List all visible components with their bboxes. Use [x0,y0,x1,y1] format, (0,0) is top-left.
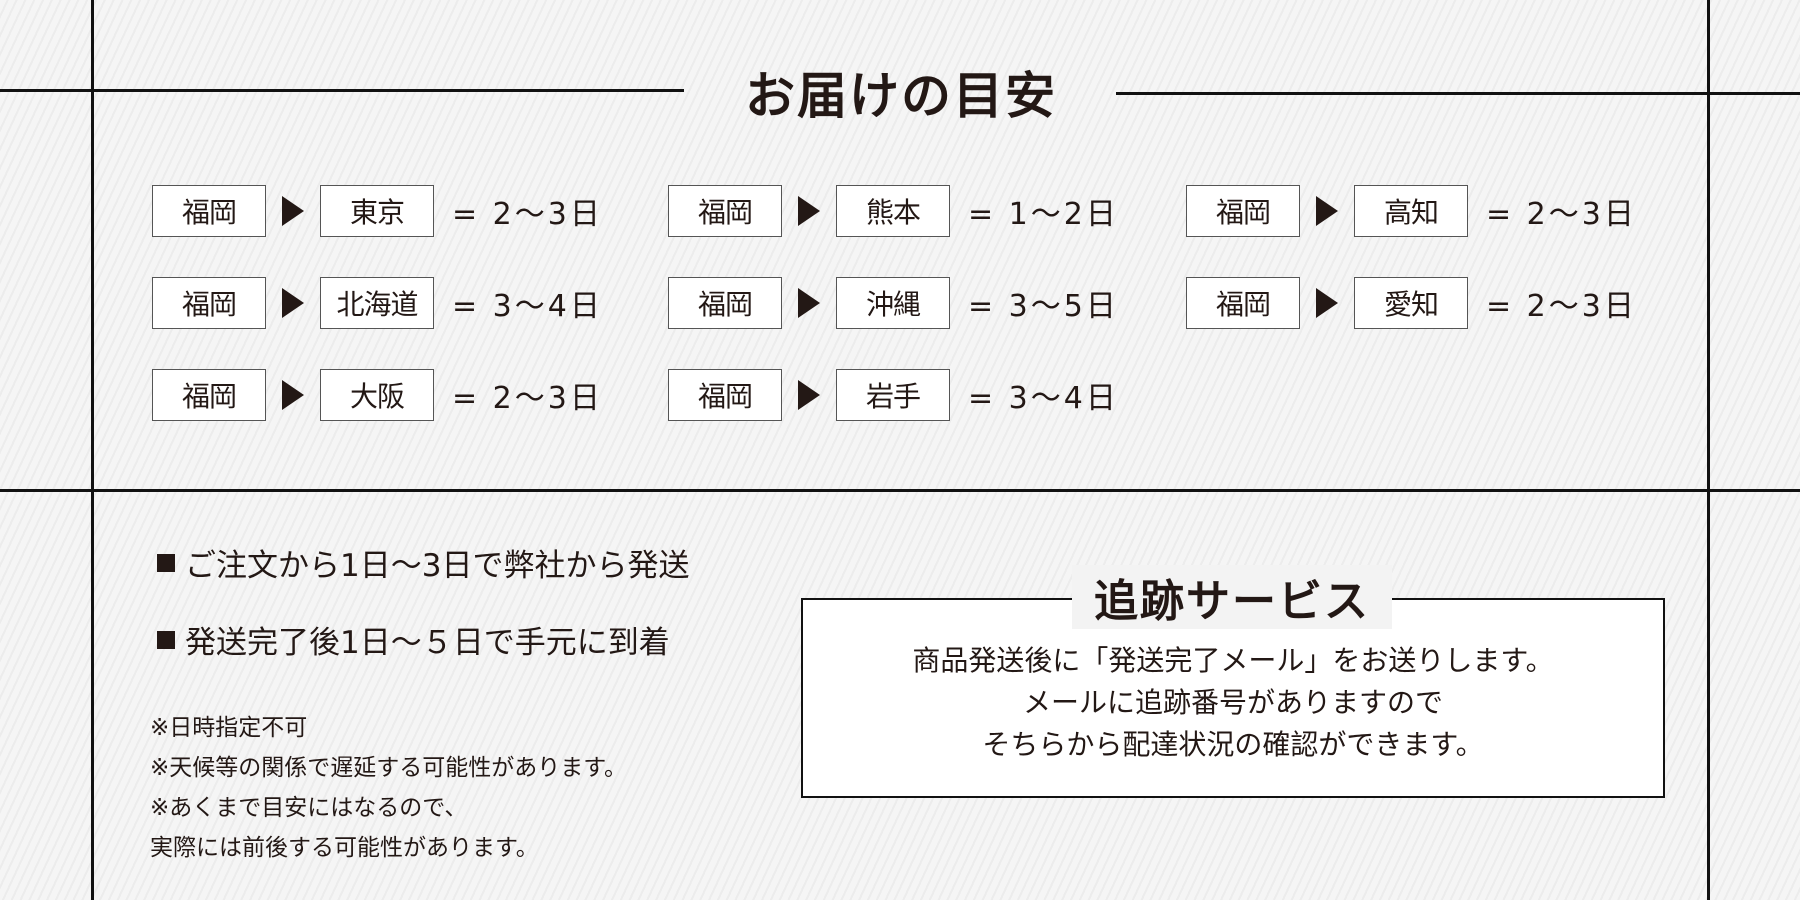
square-bullet-icon [157,553,175,572]
square-bullet-icon [157,630,175,649]
destination-box: 熊本 [836,185,950,237]
route-item: 福岡 熊本 = 1〜2日 [668,184,1119,238]
delivery-days: = 3〜5日 [968,289,1119,324]
origin-box: 福岡 [1186,185,1300,237]
delivery-days: = 3〜4日 [452,289,603,324]
arrow-right-icon [798,288,820,318]
note: ※天候等の関係で遅延する可能性があります。 [150,755,627,781]
route-item: 福岡 高知 = 2〜3日 [1186,184,1637,238]
tracking-line: メールに追跡番号がありますので [1022,686,1443,719]
title-line-left [0,89,684,92]
title-line-right [1116,92,1800,95]
delivery-days: = 3〜4日 [968,381,1119,416]
delivery-days: = 2〜3日 [1486,289,1637,324]
route-item: 福岡 沖縄 = 3〜5日 [668,276,1119,330]
delivery-days: = 1〜2日 [968,197,1119,232]
tracking-line: そちらから配達状況の確認ができます。 [982,728,1484,761]
arrow-right-icon [1316,288,1338,318]
origin-box: 福岡 [1186,277,1300,329]
origin-box: 福岡 [668,185,782,237]
origin-box: 福岡 [668,277,782,329]
delivery-days: = 2〜3日 [452,197,603,232]
bullet-text: 発送完了後1日〜５日で手元に到着 [185,625,670,661]
delivery-days: = 2〜3日 [452,381,603,416]
destination-box: 大阪 [320,369,434,421]
arrow-right-icon [798,196,820,226]
arrow-right-icon [282,196,304,226]
destination-box: 北海道 [320,277,434,329]
bullet-text: ご注文から1日〜3日で弊社から発送 [185,548,690,584]
note: ※日時指定不可 [150,715,308,741]
destination-box: 高知 [1354,185,1468,237]
tracking-body: 商品発送後に「発送完了メール」をお送りします。 メールに追跡番号がありますので … [801,640,1665,766]
origin-box: 福岡 [152,277,266,329]
note: 実際には前後する可能性があります。 [150,835,539,861]
destination-box: 東京 [320,185,434,237]
origin-box: 福岡 [152,185,266,237]
notes: ※日時指定不可 ※天候等の関係で遅延する可能性があります。 ※あくまで目安にはな… [150,708,627,868]
vertical-line-left [91,0,94,900]
arrow-right-icon [282,380,304,410]
destination-box: 愛知 [1354,277,1468,329]
destination-box: 岩手 [836,369,950,421]
arrow-right-icon [798,380,820,410]
tracking-title: 追跡サービス [1072,565,1392,629]
arrow-right-icon [1316,196,1338,226]
route-item: 福岡 大阪 = 2〜3日 [152,368,603,422]
bullet-arrive: 発送完了後1日〜５日で手元に到着 [157,617,670,662]
route-item: 福岡 愛知 = 2〜3日 [1186,276,1637,330]
section-divider [0,489,1800,492]
vertical-line-right [1707,0,1710,900]
route-item: 福岡 岩手 = 3〜4日 [668,368,1119,422]
arrow-right-icon [282,288,304,318]
note: ※あくまで目安にはなるので、 [150,795,468,821]
origin-box: 福岡 [668,369,782,421]
page-title: お届けの目安 [745,67,1057,125]
route-item: 福岡 北海道 = 3〜4日 [152,276,603,330]
delivery-days: = 2〜3日 [1486,197,1637,232]
tracking-line: 商品発送後に「発送完了メール」をお送りします。 [912,644,1554,677]
bullet-ship: ご注文から1日〜3日で弊社から発送 [157,540,689,585]
destination-box: 沖縄 [836,277,950,329]
tracking-box [801,598,1665,798]
route-item: 福岡 東京 = 2〜3日 [152,184,603,238]
origin-box: 福岡 [152,369,266,421]
